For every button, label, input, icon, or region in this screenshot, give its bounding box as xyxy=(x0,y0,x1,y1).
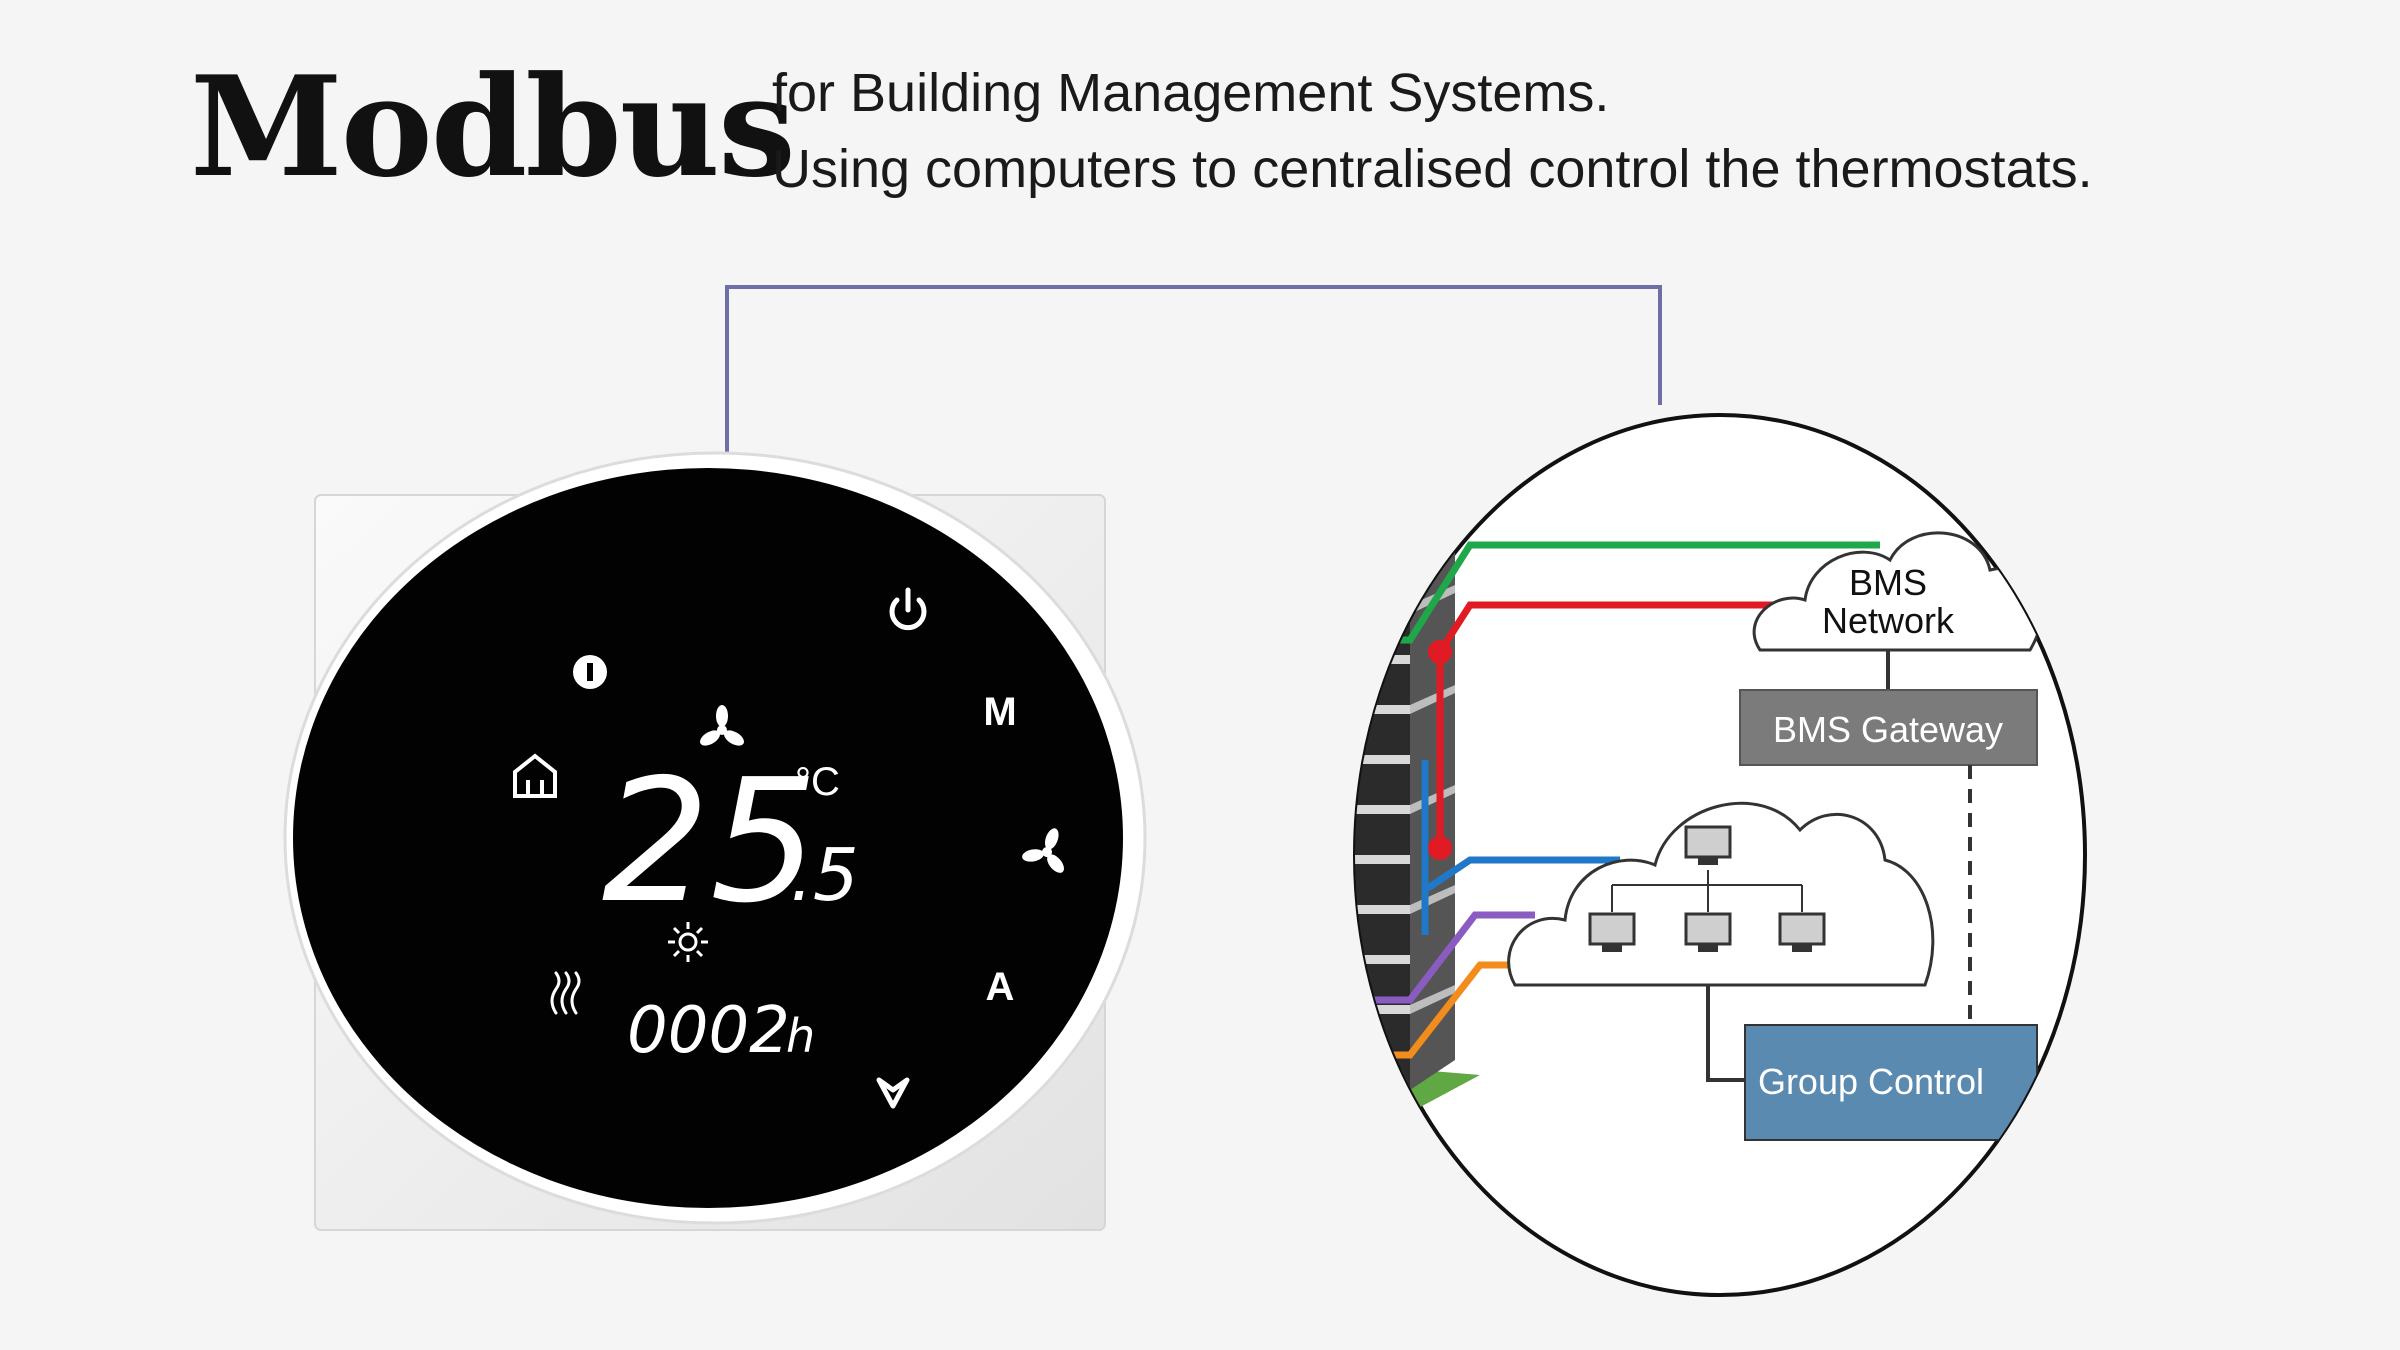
home-icon[interactable] xyxy=(513,753,557,798)
building-sign: HOLYWELL xyxy=(1228,1064,1372,1094)
sun-icon xyxy=(668,922,708,962)
power-icon[interactable] xyxy=(889,587,927,631)
green-wire-to-bms xyxy=(1355,541,1880,644)
lan-to-group-link xyxy=(1706,985,1745,1082)
bms-network-label-line2: Network xyxy=(1822,600,1955,641)
temperature-reading: 25 xyxy=(602,743,818,941)
down-arrow-icon[interactable] xyxy=(876,1077,910,1109)
group-control-label: Group Control xyxy=(1758,1061,1984,1102)
purple-wire-to-lan xyxy=(1355,911,1535,1004)
computer-icon xyxy=(1778,912,1826,952)
red-wire-to-bms xyxy=(1437,601,1820,654)
subtitle-line-1: for Building Management Systems. xyxy=(772,63,1610,123)
timer-unit: h xyxy=(786,1009,815,1063)
fan-icon xyxy=(700,705,744,746)
link-line xyxy=(725,285,1662,455)
subtitle-line-2: Using computers to centralised control t… xyxy=(772,139,2093,199)
timer-reading: 0002 xyxy=(627,994,790,1068)
thermostat-screen[interactable] xyxy=(293,468,1123,1208)
group-control-box[interactable] xyxy=(1744,1024,2038,1141)
bms-network-label-line1: BMS xyxy=(1849,562,1927,603)
blue-wire-to-lan xyxy=(1421,856,1620,935)
heat-icon xyxy=(550,971,581,1015)
fan-speed-icon[interactable] xyxy=(1018,820,1079,878)
mode-button[interactable]: M xyxy=(983,690,1016,734)
orange-wire-to-lan xyxy=(1355,961,1520,1059)
temperature-decimal: .5 xyxy=(790,833,859,917)
temperature-unit: °C xyxy=(795,760,840,804)
bms-gateway-label: BMS Gateway xyxy=(1773,709,2003,750)
computer-icon xyxy=(1684,912,1732,952)
building-roof xyxy=(1355,521,1458,567)
network-circle: HOLYWELL xyxy=(1228,413,2087,1297)
page-subtitle: for Building Management Systems. Using c… xyxy=(772,66,2093,218)
building-front xyxy=(1355,565,1410,1090)
auto-button[interactable]: A xyxy=(986,965,1015,1009)
thermostat: M 25 .5 °C xyxy=(283,451,1147,1231)
lan-topology xyxy=(1611,870,1803,912)
info-icon[interactable] xyxy=(573,655,607,689)
computer-icon xyxy=(1588,912,1636,952)
page-title: Modbus xyxy=(190,45,796,208)
computer-icon xyxy=(1684,825,1732,865)
bms-gateway-box[interactable] xyxy=(1739,689,2038,766)
building-entrance xyxy=(1258,1110,1313,1155)
